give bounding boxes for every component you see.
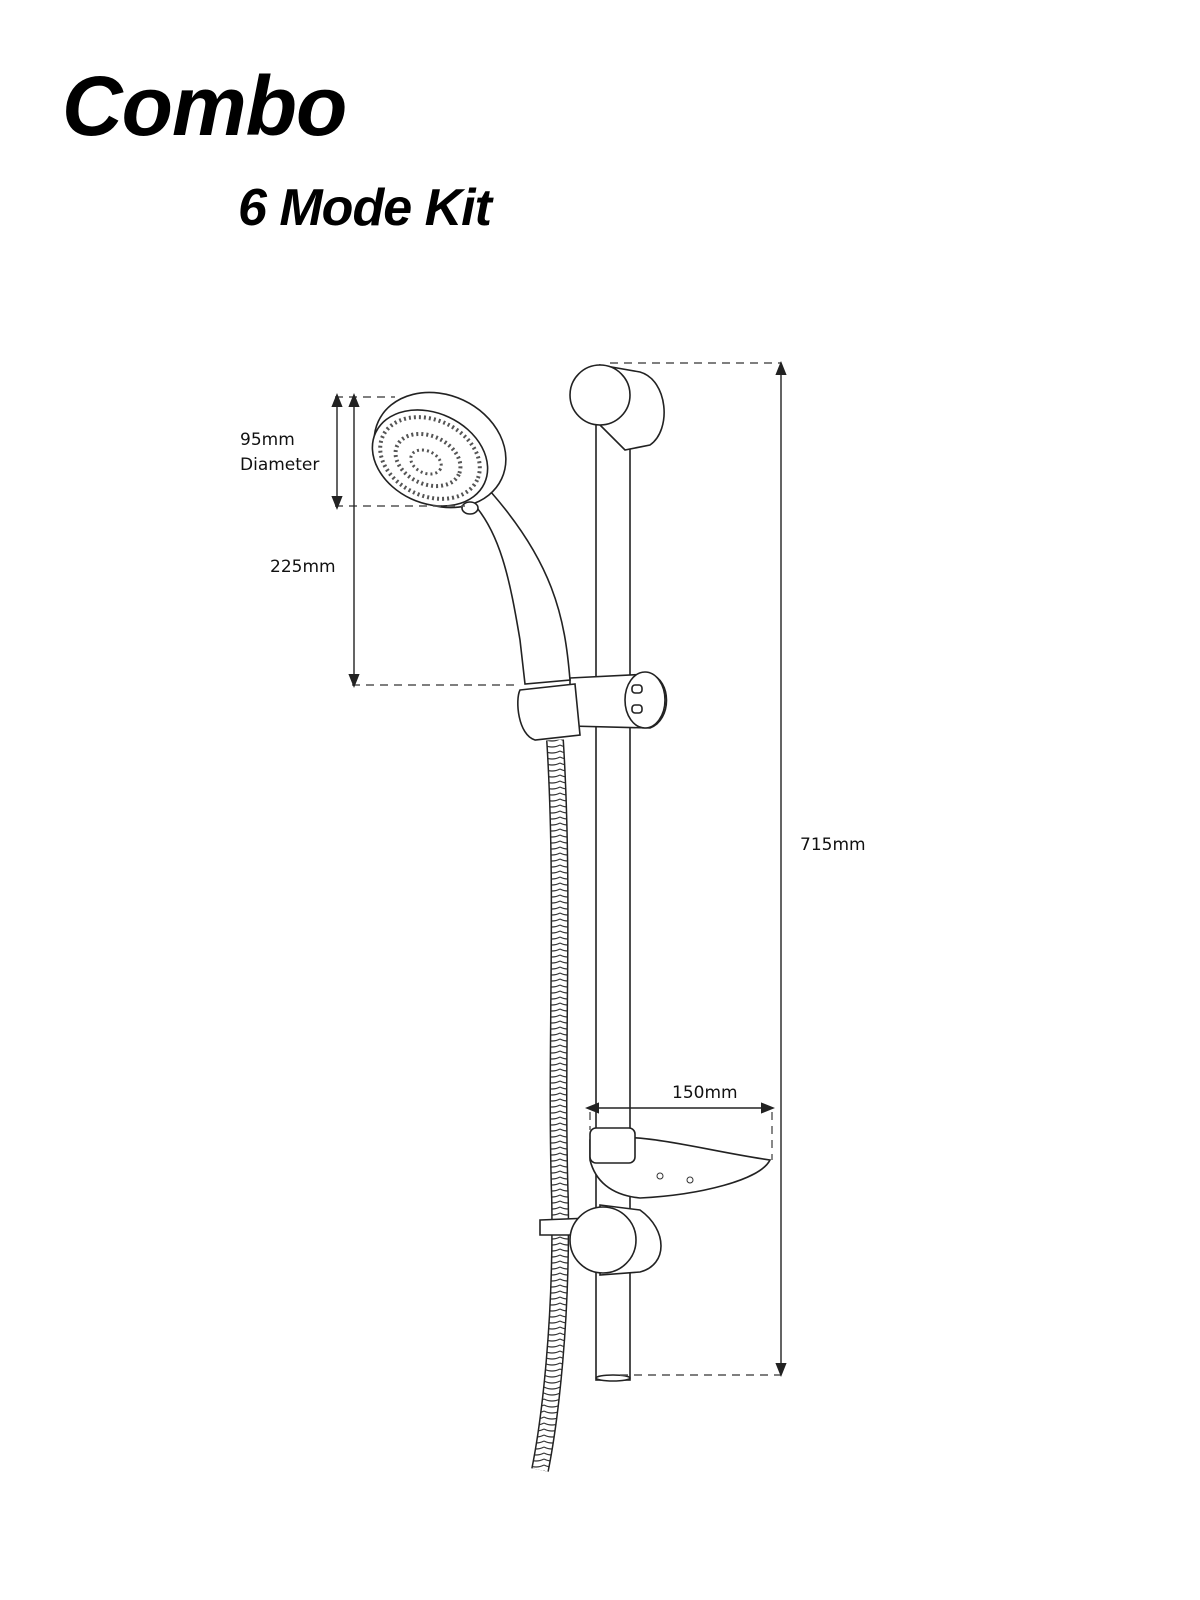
product-title: Combo (62, 59, 347, 153)
product-subtitle: 6 Mode Kit (238, 179, 492, 237)
head-diameter-note: Diameter (240, 455, 319, 475)
top-wall-bracket (569, 364, 665, 451)
head-diameter-label: 95mm (240, 430, 295, 450)
bottom-wall-bracket (569, 1204, 662, 1276)
soap-dish-label: 150mm (672, 1083, 738, 1103)
handset (371, 391, 571, 685)
slider-bracket (517, 671, 668, 741)
soap-dish (539, 1127, 772, 1236)
handset-length-label: 225mm (270, 557, 336, 577)
rail-height-label: 715mm (800, 835, 866, 855)
